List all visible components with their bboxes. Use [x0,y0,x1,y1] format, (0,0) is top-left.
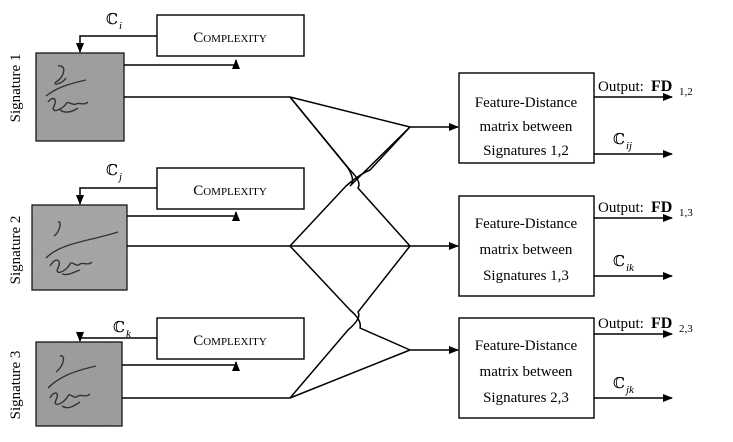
fd-box-1-line2: matrix between [480,119,573,135]
complexity-symbol-3: ℂ [113,318,125,336]
pair-complexity-2-symbol: ℂ [613,252,625,270]
signature-1-image [35,52,125,142]
output-1-sub: 1,2 [679,86,693,98]
pair-complexity-3-symbol: ℂ [613,374,625,392]
fd-box-1-group: Feature-Distance matrix between Signatur… [458,72,595,164]
fd-box-2-line3: Signatures 1,3 [483,268,569,284]
pair-routing [122,96,459,399]
complexity-symbol-1: ℂ [106,10,118,28]
fd-box-1-line3: Signatures 1,2 [483,143,569,159]
output-2-fd: FD [651,199,672,216]
signature-3-label: Signature 3 [8,351,24,420]
complexity-symbol-2: ℂ [106,161,118,179]
output-2-sub: 1,3 [679,207,693,219]
complexity-box-3 [156,317,305,360]
fd-box-2 [458,195,595,297]
fd-box-3-line1: Feature-Distance [475,338,578,354]
signature-2-label: Signature 2 [8,216,24,285]
output-2-prefix: Output: [598,200,644,216]
complexity-label-1: COMPLEXITY [193,30,267,46]
output-1-fd: FD [651,78,672,95]
fd-box-2-group: Feature-Distance matrix between Signatur… [458,195,595,297]
outputs: Output: FD 1,2 ℂ ij Output: FD 1,3 ℂ ik … [594,78,693,402]
pair-complexity-3-sub: jk [624,384,635,396]
complexity-label-3: COMPLEXITY [193,333,267,349]
signature-3-image [35,341,123,427]
complexity-subscript-2: j [117,171,122,183]
complexity-box-1 [156,14,305,57]
complexity-connectors [76,35,240,371]
pair-complexity-1-sub: ij [626,140,632,152]
output-3-sub: 2,3 [679,323,693,335]
signature-3-group: Signature 3 ℂ k COMPLEXITY [8,317,305,427]
complexity-label-2: COMPLEXITY [193,183,267,199]
complexity-subscript-1: i [119,20,122,32]
signature-2-group: Signature 2 ℂ j COMPLEXITY [8,161,305,291]
output-3-prefix: Output: [598,316,644,332]
fd-box-1 [458,72,595,164]
complexity-subscript-3: k [126,328,132,340]
fd-box-3-line2: matrix between [480,364,573,380]
signature-2-image [31,204,128,291]
fd-box-2-line1: Feature-Distance [475,216,578,232]
fd-box-3-group: Feature-Distance matrix between Signatur… [458,317,595,419]
pair-complexity-1-symbol: ℂ [613,130,625,148]
fd-box-1-line1: Feature-Distance [475,95,578,111]
output-1-prefix: Output: [598,79,644,95]
signature-1-label: Signature 1 [8,54,24,123]
output-3-fd: FD [651,315,672,332]
fd-box-3 [458,317,595,419]
pair-complexity-2-sub: ik [626,262,635,274]
fd-box-3-line3: Signatures 2,3 [483,390,569,406]
signature-1-group: Signature 1 ℂ i COMPLEXITY [8,10,305,142]
fd-box-2-line2: matrix between [480,242,573,258]
